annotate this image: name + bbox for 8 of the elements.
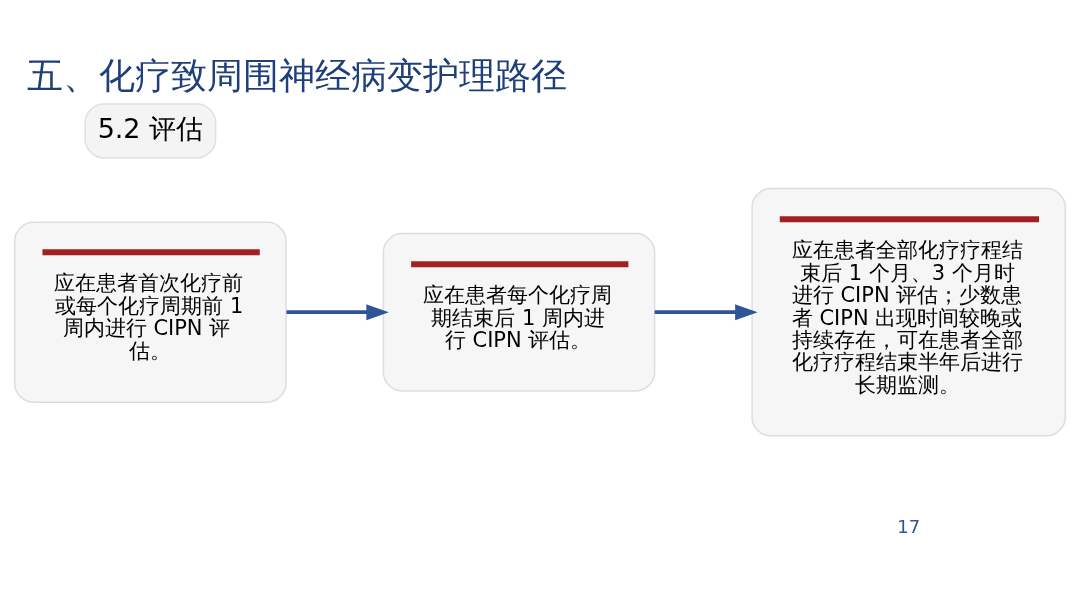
node-box: 应在患者首次化疗前或每个化疗周期前 1 周内进行 CIPN 评估。 xyxy=(14,221,287,403)
arrow xyxy=(286,304,389,321)
label: 17 xyxy=(897,515,921,537)
diagram-title: 五、化疗致周围神经病变护理路径 xyxy=(27,54,568,96)
node-box: 应在患者全部化疗疗程结束后 1 个月、3 个月时进行 CIPN 评估；少数患者 CIPN 出现时间较晚或持续存在，可在患者全部化疗疗程结束半年后进行长期监测。 xyxy=(751,187,1066,437)
label: 5.2 评估 xyxy=(97,112,204,144)
arrow xyxy=(654,304,758,321)
node-box: 应在患者每个化疗周期结束后 1 周内进行 CIPN 评估。 xyxy=(382,232,656,392)
